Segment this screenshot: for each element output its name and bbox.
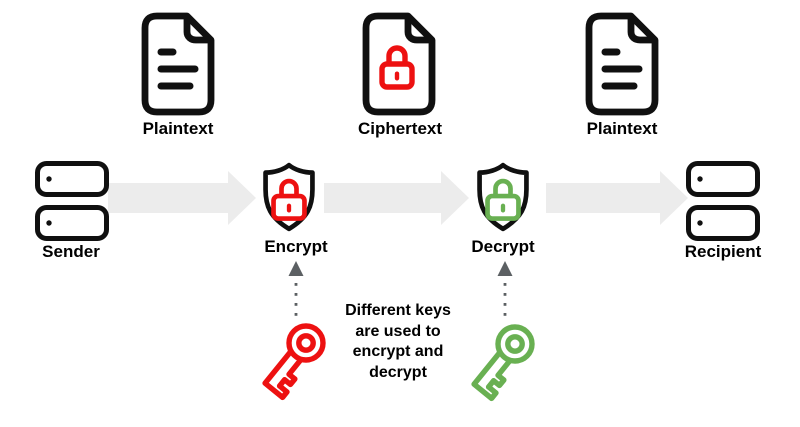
dotted-arrow-up-decrypt <box>497 261 513 316</box>
shield-lock-icon <box>263 162 315 232</box>
server-icon <box>35 161 109 241</box>
sender-node <box>35 161 109 241</box>
ciphertext-label: Ciphertext <box>357 119 443 138</box>
green-key-icon <box>471 324 535 402</box>
note-line: are used to <box>355 322 441 340</box>
plaintext-document-right <box>584 12 660 116</box>
document-icon <box>141 12 215 116</box>
server-icon <box>686 161 760 241</box>
document-icon <box>585 12 659 116</box>
encrypt-node <box>259 159 319 235</box>
lock-icon <box>379 45 415 90</box>
decrypt-node <box>473 159 533 235</box>
note-line: Different keys <box>345 302 451 319</box>
flow-arrow-encrypt-to-decrypt <box>324 171 469 225</box>
plaintext-label-right: Plaintext <box>586 119 658 138</box>
note-line: encrypt and <box>352 343 444 360</box>
recipient-node <box>686 161 760 241</box>
recipient-label: Recipient <box>684 242 762 261</box>
plaintext-label-left: Plaintext <box>142 119 214 138</box>
shield-lock-icon <box>477 162 529 232</box>
different-keys-note: Different keys are used to encrypt and d… <box>323 301 473 383</box>
flow-arrow-sender-to-encrypt <box>108 171 256 225</box>
decrypt-label: Decrypt <box>471 237 535 256</box>
dotted-arrow-up-encrypt <box>288 261 304 316</box>
plaintext-document-left <box>140 12 216 116</box>
encrypt-label: Encrypt <box>264 237 328 256</box>
ciphertext-document <box>361 12 437 116</box>
sender-label: Sender <box>42 242 100 261</box>
flow-arrow-decrypt-to-recipient <box>546 171 688 225</box>
red-key-icon <box>262 323 326 401</box>
note-line: decrypt <box>369 363 427 381</box>
